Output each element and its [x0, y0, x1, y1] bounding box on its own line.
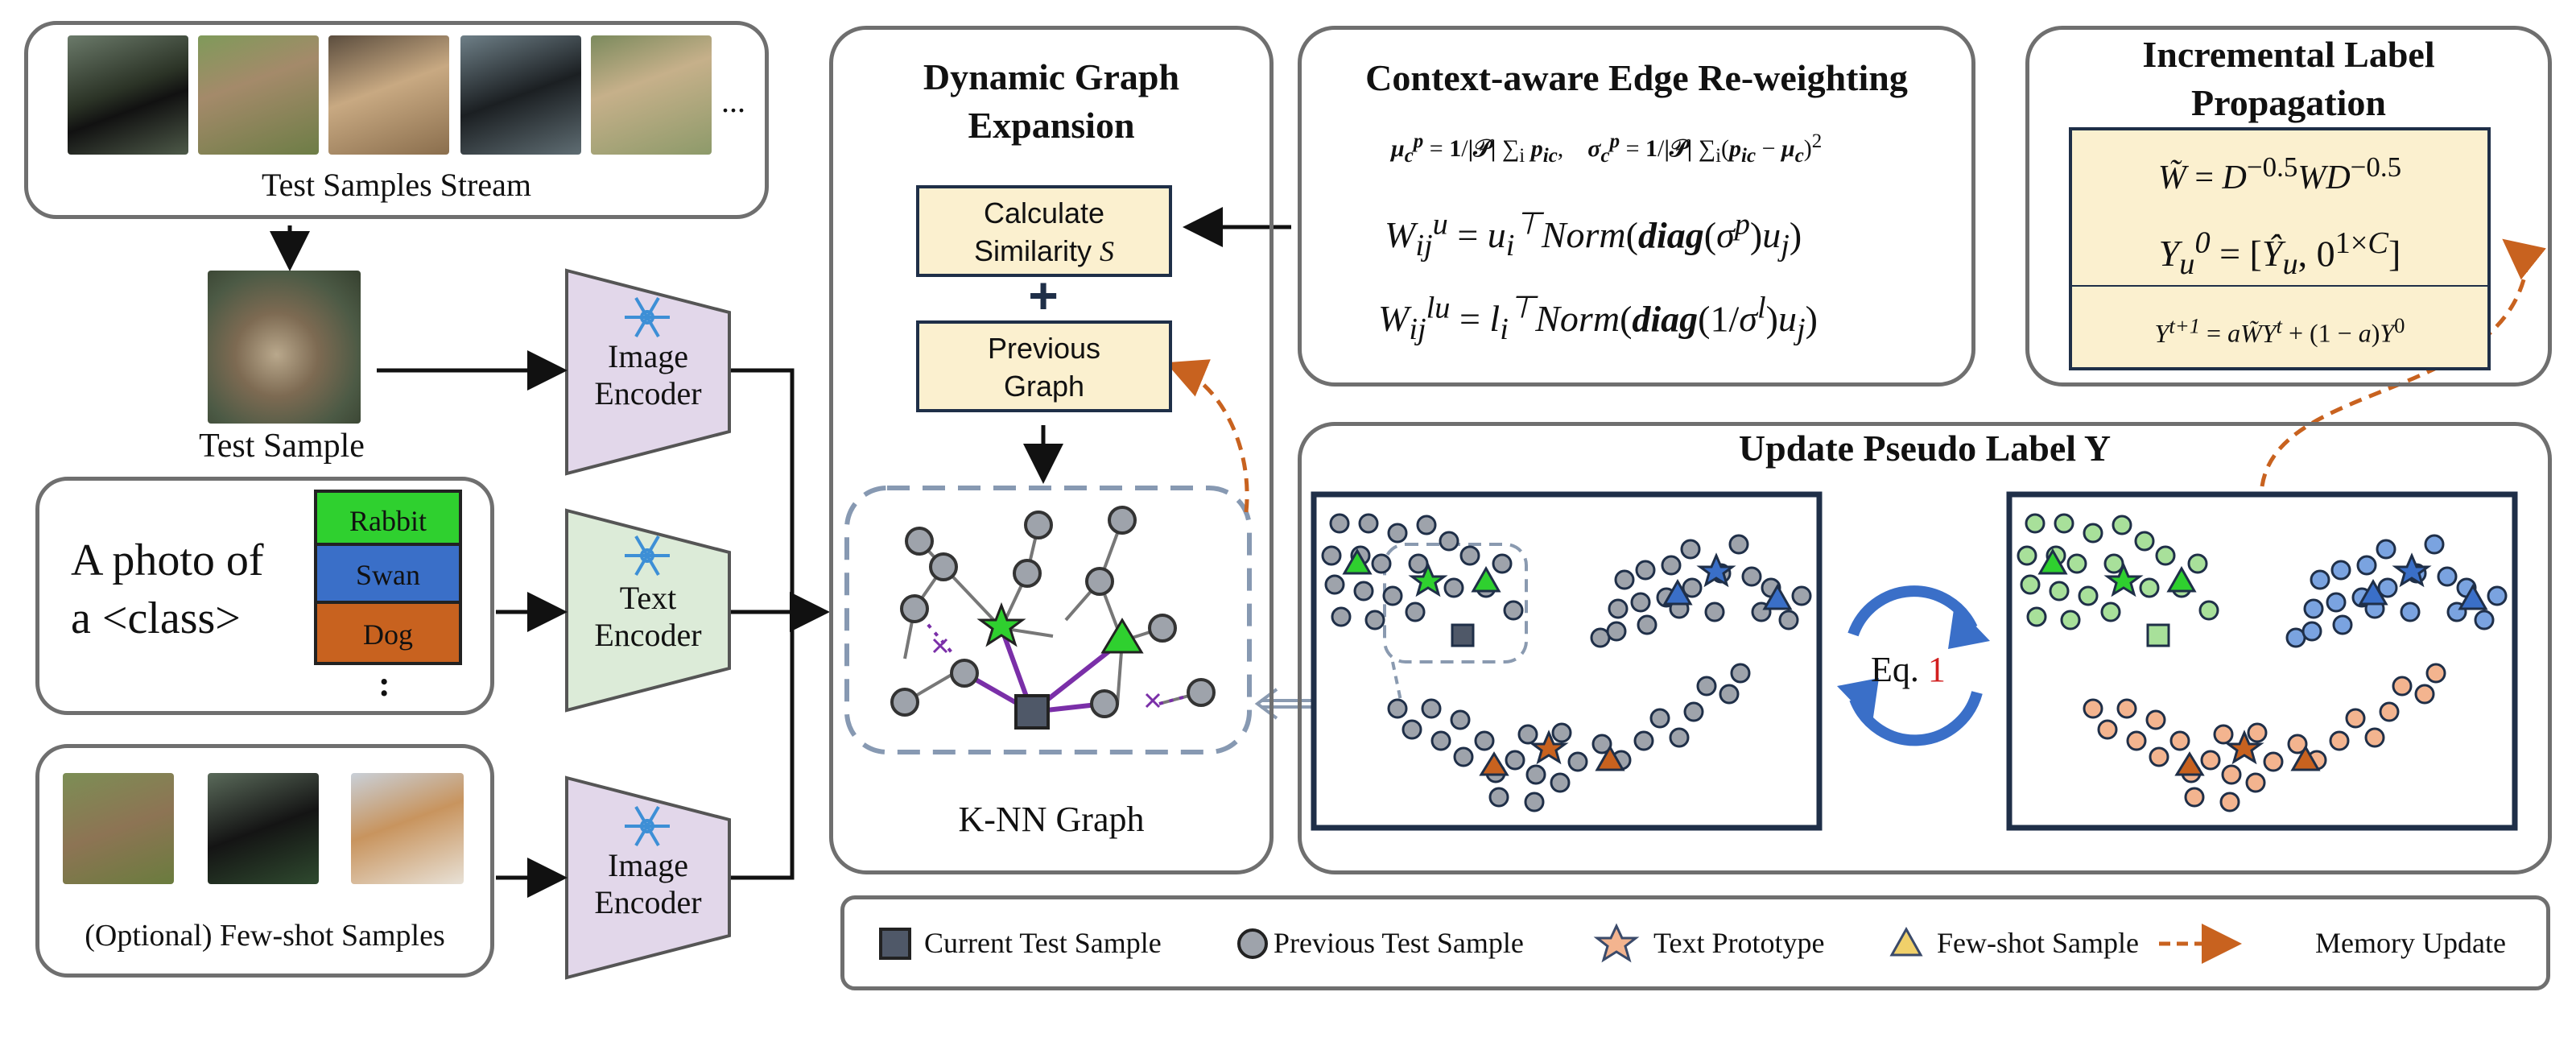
image-encoder-bottom-label: Image Encoder [567, 847, 729, 921]
legend-fewshot: Few-shot Sample [1937, 927, 2139, 959]
legend-panel [840, 895, 2550, 990]
ilp-formula-w: W̃ = D−0.5WD−0.5 [2069, 127, 2491, 208]
cer-title: Context-aware Edge Re-weighting [1365, 57, 1908, 98]
encoder-label-line: Image [608, 847, 688, 883]
text-encoder-label: Text Encoder [567, 580, 729, 654]
image-encoder-top-label: Image Encoder [567, 338, 729, 412]
legend-previous: Previous Test Sample [1274, 927, 1524, 959]
eq-label: Eq. 1 [1871, 649, 1946, 690]
dog-photo [328, 35, 449, 155]
ilp-formula-yt: Yt+1 = aW̃Yt + (1 − a)Y0 [2069, 287, 2491, 370]
ilp-title-line: Incremental Label [2142, 34, 2435, 75]
ilp-panel [2025, 26, 2552, 387]
legend-memory: Memory Update [2315, 927, 2506, 959]
ilp-title: Incremental Label Propagation [2025, 31, 2552, 127]
wlu-formula: Wijlu = li⊤Norm(diag(1/σl)uj) [1378, 291, 1818, 347]
prev-line: Graph [1003, 369, 1085, 403]
encoder-label-line: Text [619, 580, 677, 616]
class-swan: Swan [314, 546, 462, 604]
plus-sign: + [1028, 267, 1059, 325]
ilp-title-line: Propagation [2191, 81, 2386, 123]
prompt-text-line2: a <class> [71, 593, 241, 643]
dge-title-line: Expansion [968, 104, 1135, 146]
encoder-merge-line [731, 368, 795, 880]
encoder-label-line: Encoder [594, 375, 702, 411]
ilp-formula-y0: Yu0 = [Ŷu, 01×C] [2069, 205, 2491, 288]
swan-photo [68, 35, 188, 155]
legend-fewshot-icon [1889, 926, 1923, 957]
legend-current: Current Test Sample [924, 927, 1162, 959]
image-encoder-bottom [565, 775, 731, 980]
stream-caption: Test Samples Stream [262, 167, 531, 203]
update-title: Update Pseudo Label Y [1738, 428, 2112, 469]
fewshot-caption: (Optional) Few-shot Samples [85, 919, 445, 953]
test-sample-photo [208, 271, 361, 424]
update-panel [1298, 422, 2552, 874]
class-rabbit: Rabbit [314, 490, 462, 546]
legend-prototype-icon [1593, 923, 1640, 963]
class-more: : [378, 664, 390, 704]
text-encoder [565, 508, 731, 713]
dge-title-line: Dynamic Graph [923, 56, 1180, 97]
encoder-label-line: Encoder [594, 617, 702, 653]
fewshot-swan-photo [208, 773, 319, 884]
calc-line: Similarity S [919, 233, 1169, 271]
encoder-label-line: Encoder [594, 884, 702, 920]
wu-formula: Wiju = ui⊤Norm(diag(σp)uj) [1385, 208, 1802, 263]
fewshot-dog-photo [351, 773, 464, 884]
image-encoder-top [565, 268, 731, 476]
knn-current-sample [1014, 694, 1050, 730]
dog-photo [591, 35, 712, 155]
knn-graph-label: K-NN Graph [958, 800, 1145, 839]
legend-previous-icon [1237, 928, 1268, 959]
calc-line: Calculate [983, 196, 1105, 229]
snowflake-icon [625, 296, 670, 847]
stats-formula: μcp = 1/|𝒫| ∑i pic, σcp = 1/|𝒫| ∑i(pic −… [1391, 130, 1823, 167]
class-dog: Dog [314, 604, 462, 665]
cer-panel [1298, 26, 1975, 387]
prev-line: Previous [987, 332, 1101, 365]
memory-arrow-knn [1166, 359, 1249, 513]
dge-title: Dynamic Graph Expansion [829, 53, 1274, 150]
knn-fewshot-sample [1100, 618, 1144, 654]
eq-prefix: Eq. [1871, 650, 1919, 689]
encoder-label-line: Image [608, 338, 688, 374]
rabbit-photo [198, 35, 319, 155]
calc-similarity-box: Calculate Similarity S [916, 185, 1172, 277]
knn-text-prototype [976, 601, 1026, 647]
calc-symbol: S [1100, 234, 1115, 267]
legend-current-icon [879, 928, 911, 960]
calc-word: Similarity [973, 234, 1092, 267]
dge-panel [829, 26, 1274, 874]
previous-graph-box: Previous Graph [916, 320, 1172, 412]
eq-number: 1 [1927, 650, 1946, 689]
cut-edge-icon [932, 638, 1161, 709]
fewshot-rabbit-photo [63, 773, 174, 884]
swan-photo [460, 35, 581, 155]
legend-prototype: Text Prototype [1653, 927, 1825, 959]
test-sample-caption: Test Sample [199, 428, 365, 465]
memory-arrow-update [2260, 238, 2546, 487]
knn-graph-frame [844, 486, 1252, 754]
prompt-text-line1: A photo of [71, 535, 264, 585]
stream-ellipsis: ... [721, 83, 745, 119]
